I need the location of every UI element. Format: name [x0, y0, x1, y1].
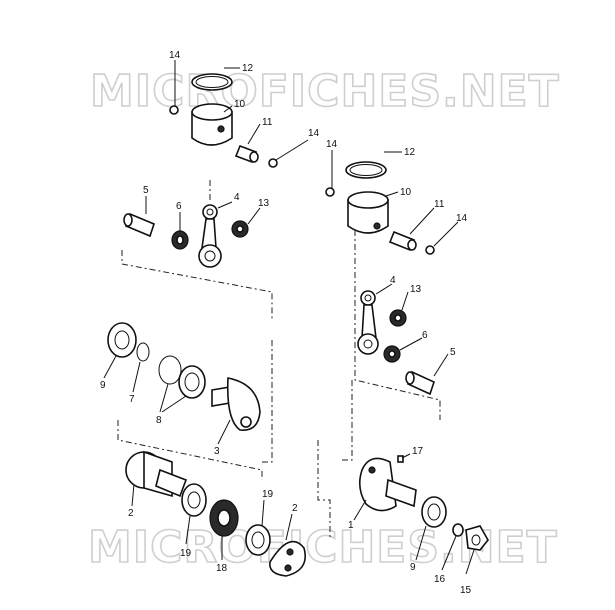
left-clip-top[interactable] — [169, 105, 179, 115]
callout-left-clip-side: 14 — [308, 128, 320, 139]
left-circlip[interactable] — [136, 342, 150, 362]
left-assembly — [107, 73, 331, 577]
callout-right-pin: 11 — [434, 199, 445, 210]
callout-left-crank-half: 3 — [214, 446, 220, 457]
callout-right-washer: 16 — [434, 574, 446, 585]
callout-left-rod: 4 — [234, 192, 240, 203]
callout-right-bearing-needle: 13 — [410, 284, 422, 295]
right-clip-top[interactable] — [325, 187, 335, 197]
callout-right-piston-ring: 12 — [404, 147, 416, 158]
callout-right-seal: 9 — [410, 562, 416, 573]
callout-right-pin-upper: 5 — [450, 347, 456, 358]
callout-left-crank-lower: 2 — [128, 508, 134, 519]
left-bearings[interactable] — [158, 355, 206, 399]
callout-left-crank-web: 2 — [292, 503, 298, 514]
left-gear[interactable] — [209, 499, 239, 537]
callout-labels: 14 12 10 11 14 4 5 6 13 9 7 8 3 2 19 18 … — [100, 50, 472, 596]
right-seal[interactable] — [421, 496, 447, 528]
right-assembly — [325, 161, 489, 551]
callout-right-bearing-small: 6 — [422, 330, 428, 341]
right-clip-side[interactable] — [425, 245, 435, 255]
leader-lines — [103, 60, 475, 575]
left-crank-half[interactable] — [211, 377, 261, 431]
callout-right-clip-side: 14 — [456, 213, 468, 224]
left-seal[interactable] — [107, 322, 137, 358]
callout-left-seal: 9 — [100, 380, 106, 391]
callout-left-piston-ring: 12 — [242, 63, 254, 74]
right-crank-pin[interactable] — [405, 370, 435, 396]
callout-left-bearing-needle: 13 — [258, 198, 270, 209]
right-washer[interactable] — [452, 523, 464, 537]
callout-right-rod: 4 — [390, 275, 396, 286]
right-piston-pin[interactable] — [388, 230, 417, 252]
left-crank-web[interactable] — [269, 540, 306, 577]
callout-right-piston: 10 — [400, 187, 412, 198]
callout-right-clip-top: 14 — [326, 139, 338, 150]
callout-left-pin-upper: 5 — [143, 185, 149, 196]
right-key[interactable] — [397, 455, 404, 463]
callout-right-nut: 15 — [460, 585, 472, 596]
callout-left-bearing-small: 6 — [176, 201, 182, 212]
callout-left-circlip: 7 — [129, 394, 135, 405]
left-crank-lower[interactable] — [125, 450, 188, 498]
left-bearing-lower-b[interactable] — [245, 524, 271, 556]
callout-left-clip-top: 14 — [169, 50, 181, 61]
callout-left-bearings: 8 — [156, 415, 162, 426]
right-piston-ring[interactable] — [345, 161, 387, 179]
left-piston-pin[interactable] — [234, 144, 259, 164]
left-crank-pin[interactable] — [123, 212, 155, 238]
watermark-top: MICROFICHES.NET — [90, 66, 560, 117]
left-clip-side[interactable] — [268, 158, 278, 168]
callout-left-pin: 11 — [262, 117, 273, 128]
right-crank[interactable] — [358, 457, 417, 512]
callout-right-key: 17 — [412, 446, 424, 457]
left-needle-bearing[interactable] — [231, 220, 249, 238]
watermark-bottom: MICROFICHES.NET — [88, 522, 558, 573]
right-needle-bearing[interactable] — [389, 309, 407, 327]
callout-left-bearing-lower-a: 19 — [180, 548, 192, 559]
callout-left-gear: 18 — [216, 563, 228, 574]
left-bearing-lower-a[interactable] — [181, 483, 207, 517]
left-piston[interactable] — [191, 103, 233, 146]
left-bearing-small[interactable] — [171, 230, 189, 250]
right-connecting-rod[interactable] — [357, 290, 379, 355]
left-connecting-rod[interactable] — [198, 204, 222, 268]
callout-right-crank: 1 — [348, 520, 354, 531]
right-piston[interactable] — [347, 191, 389, 234]
callout-left-bearing-lower-b: 19 — [262, 489, 274, 500]
right-nut[interactable] — [465, 525, 489, 551]
callout-left-piston: 10 — [234, 99, 246, 110]
right-bearing-small[interactable] — [383, 345, 401, 363]
